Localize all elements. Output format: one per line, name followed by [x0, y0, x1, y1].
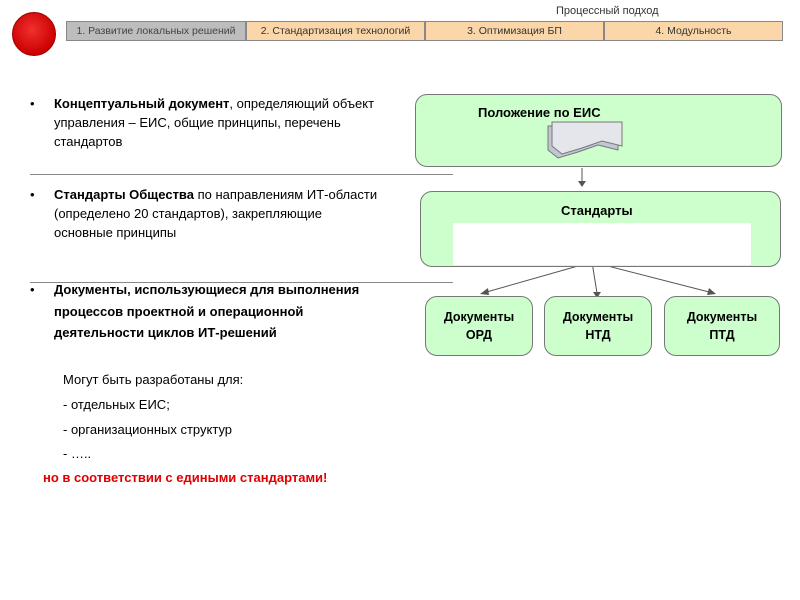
- stage-1: 1. Развитие локальных решений: [66, 21, 246, 41]
- bullet-concept-bold: Концептуальный документ: [54, 96, 230, 111]
- stage-4: 4. Модульность: [604, 21, 783, 41]
- doc-ptd-line1: Документы: [686, 310, 758, 324]
- top-box-title: Положение по ЕИС: [478, 105, 601, 120]
- doc-box-ntd: Документы НТД: [544, 296, 652, 356]
- bullet-documents: • Документы, использующиеся для выполнен…: [30, 279, 366, 344]
- standards-box-title: Стандарты: [561, 203, 633, 218]
- arrow-to-ptd: [591, 261, 714, 294]
- arrow-to-ord: [482, 261, 593, 294]
- warning-text: но в соответствии с едиными стандартами!: [43, 470, 328, 485]
- doc-ord-line2: ОРД: [465, 328, 493, 342]
- stage-3: 3. Оптимизация БП: [425, 21, 604, 41]
- arrow-to-ntd: [591, 261, 598, 294]
- standards-box: Стандарты: [420, 191, 781, 267]
- bullet-standards: • Стандарты Общества по направлениям ИТ-…: [30, 185, 379, 242]
- bullet-concept: • Концептуальный документ, определяющий …: [30, 94, 379, 151]
- red-circle-logo: [12, 12, 56, 56]
- bullet-dot-icon: •: [30, 282, 35, 297]
- bullet-standards-bold: Стандарты Общества: [54, 187, 194, 202]
- sub-item-org: - организационных структур: [63, 422, 233, 437]
- bullet-dot-icon: •: [30, 187, 35, 202]
- divider-1: [30, 174, 453, 175]
- stage-2: 2. Стандартизация технологий: [246, 21, 425, 41]
- doc-ntd-line1: Документы: [562, 310, 634, 324]
- bullet-standards-text: по направлениям ИТ-области (определено 2…: [54, 187, 378, 240]
- standards-inner-panel: [453, 223, 751, 265]
- divider-2: [30, 282, 453, 283]
- doc-ntd-line2: НТД: [585, 328, 611, 342]
- stage-bar: 1. Развитие локальных решений 2. Стандар…: [66, 21, 783, 41]
- bullet-documents-bold: Документы, использующиеся для выполнения…: [54, 282, 360, 340]
- sub-intro: Могут быть разработаны для:: [63, 372, 244, 387]
- sub-item-eis: - отдельных ЕИС;: [63, 397, 170, 412]
- doc-box-ord: Документы ОРД: [425, 296, 533, 356]
- bullet-dot-icon: •: [30, 96, 35, 111]
- doc-ord-line1: Документы: [443, 310, 515, 324]
- doc-box-ptd: Документы ПТД: [664, 296, 780, 356]
- process-approach-caption: Процессный подход: [556, 5, 659, 17]
- sub-item-ellipsis: - …..: [63, 446, 92, 461]
- doc-ptd-line2: ПТД: [709, 328, 735, 342]
- bullet-concept-text: , определяющий объект управления – ЕИС, …: [54, 96, 375, 149]
